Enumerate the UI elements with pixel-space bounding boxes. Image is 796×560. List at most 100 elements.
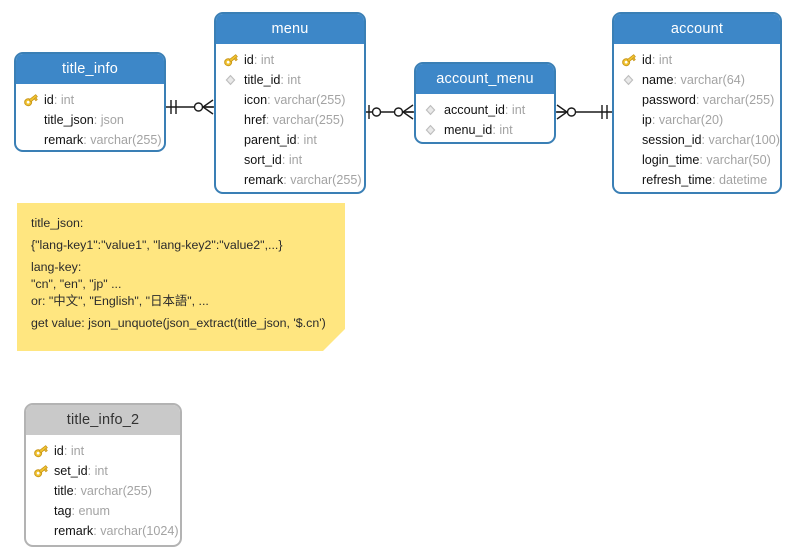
primary-key-icon [620, 50, 638, 70]
primary-key-icon-svg [34, 465, 48, 478]
field-type: int [511, 103, 526, 117]
field-row[interactable]: session_id: varchar(100) [614, 130, 780, 150]
sticky-note-line: get value: json_unquote(json_extract(tit… [31, 316, 326, 330]
field-name: title_id [244, 73, 281, 87]
sticky-note-fold-corner-icon [323, 329, 345, 351]
field-name: remark [244, 173, 284, 187]
foreign-key-diamond-icon-svg [425, 124, 436, 136]
field-name: refresh_time [642, 173, 712, 187]
field-row[interactable]: login_time: varchar(50) [614, 150, 780, 170]
sticky-note-line: title_json: [31, 216, 84, 230]
field-name: login_time [642, 153, 700, 167]
field-row[interactable]: icon: varchar(255) [216, 90, 364, 110]
field-name: title [54, 484, 74, 498]
field-separator: : [93, 113, 101, 127]
field-row[interactable]: title_id: int [216, 70, 364, 90]
field-row[interactable]: title: varchar(255) [26, 481, 180, 501]
field-row[interactable]: ip: varchar(20) [614, 110, 780, 130]
field-type: int [658, 53, 673, 67]
field-name: remark [44, 133, 84, 147]
field-name: remark [54, 524, 94, 538]
field-type: int [499, 123, 513, 137]
field-name: parent_id [244, 133, 297, 147]
field-type: varchar(255) [274, 93, 346, 107]
entity-title-title_info_2: title_info_2 [26, 405, 180, 435]
field-row[interactable]: id: int [16, 90, 164, 110]
entity-title-account: account [614, 14, 780, 44]
primary-key-icon-svg [24, 94, 38, 107]
field-row[interactable]: id: int [216, 50, 364, 70]
field-type: varchar(255) [90, 133, 162, 147]
field-row[interactable]: title_json: json [16, 110, 164, 130]
field-name: password [642, 93, 696, 107]
field-row[interactable]: menu_id: int [416, 120, 554, 140]
relationship-rel-title_info-menu[interactable] [166, 94, 214, 120]
field-row[interactable]: remark: varchar(255) [16, 130, 164, 150]
field-type: int [288, 153, 303, 167]
field-name: sort_id [244, 153, 282, 167]
relationship-rel-account_menu-account[interactable] [556, 99, 612, 125]
field-row[interactable]: name: varchar(64) [614, 70, 780, 90]
field-type: varchar(100) [708, 133, 780, 147]
field-row[interactable]: sort_id: int [216, 150, 364, 170]
field-separator: : [651, 113, 659, 127]
field-type: varchar(255) [290, 173, 362, 187]
field-separator: : [253, 53, 261, 67]
foreign-key-diamond-icon [620, 70, 638, 90]
field-type: varchar(50) [706, 153, 771, 167]
field-separator: : [73, 484, 81, 498]
field-row[interactable]: parent_id: int [216, 130, 364, 150]
field-type: int [70, 444, 85, 458]
field-separator: : [83, 133, 91, 147]
field-row[interactable]: refresh_time: datetime [614, 170, 780, 190]
field-name: name [642, 73, 674, 87]
field-name: icon [244, 93, 268, 107]
field-row[interactable]: tag: enum [26, 501, 180, 521]
field-row[interactable]: password: varchar(255) [614, 90, 780, 110]
primary-key-icon [222, 50, 240, 70]
field-separator: : [71, 504, 79, 518]
field-row[interactable]: id: int [26, 441, 180, 461]
relationship-rel-menu-account_menu[interactable] [366, 99, 414, 125]
sticky-note-line: "cn", "en", "jp" ... [31, 277, 122, 291]
sticky-note-title_json-note[interactable]: title_json:{"lang-key1":"value1", "lang-… [17, 203, 345, 351]
field-row[interactable]: remark: varchar(255) [216, 170, 364, 190]
field-row[interactable]: href: varchar(255) [216, 110, 364, 130]
field-separator: : [712, 173, 719, 187]
field-row[interactable]: id: int [614, 50, 780, 70]
field-separator: : [492, 123, 500, 137]
field-separator: : [63, 444, 71, 458]
field-row[interactable]: remark: varchar(1024) [26, 521, 180, 541]
field-row[interactable]: account_id: int [416, 100, 554, 120]
foreign-key-diamond-icon-svg [425, 104, 436, 116]
field-name: set_id [54, 464, 88, 478]
field-separator: : [673, 73, 681, 87]
sticky-note-content: title_json:{"lang-key1":"value1", "lang-… [17, 203, 345, 347]
sticky-note-line: lang-key: [31, 260, 82, 274]
entity-title-title_info: title_info [16, 54, 164, 84]
field-name: ip [642, 113, 652, 127]
field-row[interactable]: set_id: int [26, 461, 180, 481]
field-name: session_id [642, 133, 702, 147]
primary-key-icon [32, 441, 50, 461]
field-type: int [60, 93, 75, 107]
field-name: id [642, 53, 652, 67]
field-separator: : [281, 153, 289, 167]
field-name: title_json [44, 113, 94, 127]
field-separator: : [695, 93, 703, 107]
field-type: int [260, 53, 275, 67]
field-type: varchar(64) [680, 73, 745, 87]
field-separator: : [53, 93, 61, 107]
field-type: varchar(1024) [100, 524, 179, 538]
field-separator: : [93, 524, 101, 538]
primary-key-icon [22, 90, 40, 110]
